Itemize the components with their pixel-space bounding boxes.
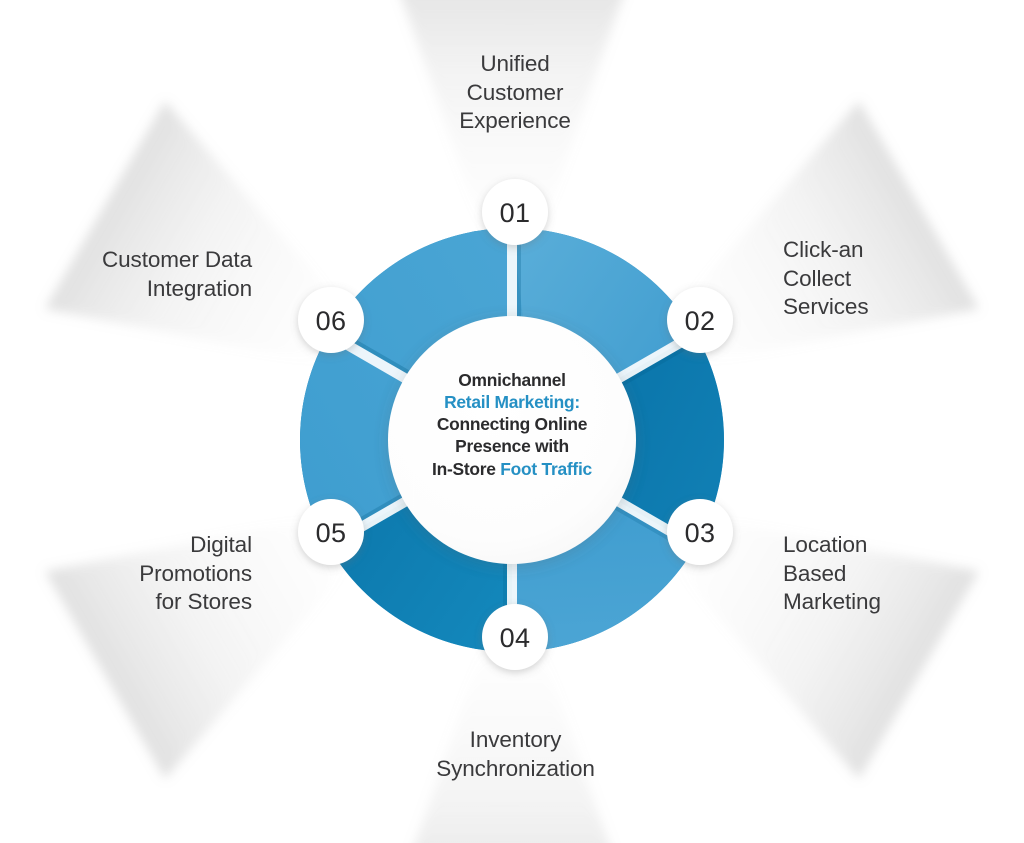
segment-label-04: Inventory Synchronization: [436, 727, 595, 781]
number-badge-circle-05[interactable]: [298, 499, 364, 565]
number-badge-circle-06[interactable]: [298, 287, 364, 353]
number-badge-circle-01[interactable]: [482, 179, 548, 245]
number-badge-circle-03[interactable]: [667, 499, 733, 565]
ray-03: [672, 517, 980, 779]
center-hub: [388, 316, 636, 564]
number-badge-label-03: 03: [685, 518, 716, 548]
number-badge-02[interactable]: 02: [667, 287, 733, 353]
number-badge-label-06: 06: [316, 306, 347, 336]
number-badge-label-01: 01: [500, 198, 531, 228]
ray-01: [402, 0, 622, 240]
ray-shadows: [44, 0, 980, 843]
number-badge-label-04: 04: [500, 623, 531, 653]
ray-04: [415, 640, 609, 843]
center-line-4: Presence with: [455, 436, 569, 456]
number-badge-06[interactable]: 06: [298, 287, 364, 353]
center-line-5-tail: Foot Traffic: [500, 459, 592, 479]
number-badge-circle-04[interactable]: [482, 604, 548, 670]
ray-05: [44, 517, 352, 779]
center-line-1: Omnichannel: [458, 370, 565, 390]
center-line-5: In-Store Foot Traffic: [432, 459, 593, 479]
number-badge-01[interactable]: 01: [482, 179, 548, 245]
center-line-5-head: In-Store: [432, 459, 500, 479]
number-badge-04[interactable]: 04: [482, 604, 548, 670]
segment-label-05: Digital Promotions for Stores: [139, 532, 252, 615]
ray-02: [672, 101, 980, 363]
number-badge-label-05: 05: [316, 518, 347, 548]
number-badges: 01 02 03 04 05 06: [298, 179, 733, 670]
segment-label-01: Unified Customer Experience: [459, 51, 571, 134]
segment-label-06: Customer Data Integration: [101, 247, 252, 301]
center-text-block: Omnichannel Retail Marketing: Connecting…: [432, 370, 593, 479]
segment-label-03: Location Based Marketing: [783, 532, 881, 615]
number-badge-label-02: 02: [685, 306, 716, 336]
ray-06: [44, 101, 352, 363]
center-line-3: Connecting Online: [437, 414, 588, 434]
segment-label-02: Click-an Collect Services: [783, 237, 869, 320]
number-badge-05[interactable]: 05: [298, 499, 364, 565]
number-badge-03[interactable]: 03: [667, 499, 733, 565]
number-badge-circle-02[interactable]: [667, 287, 733, 353]
center-line-2: Retail Marketing:: [444, 392, 580, 412]
